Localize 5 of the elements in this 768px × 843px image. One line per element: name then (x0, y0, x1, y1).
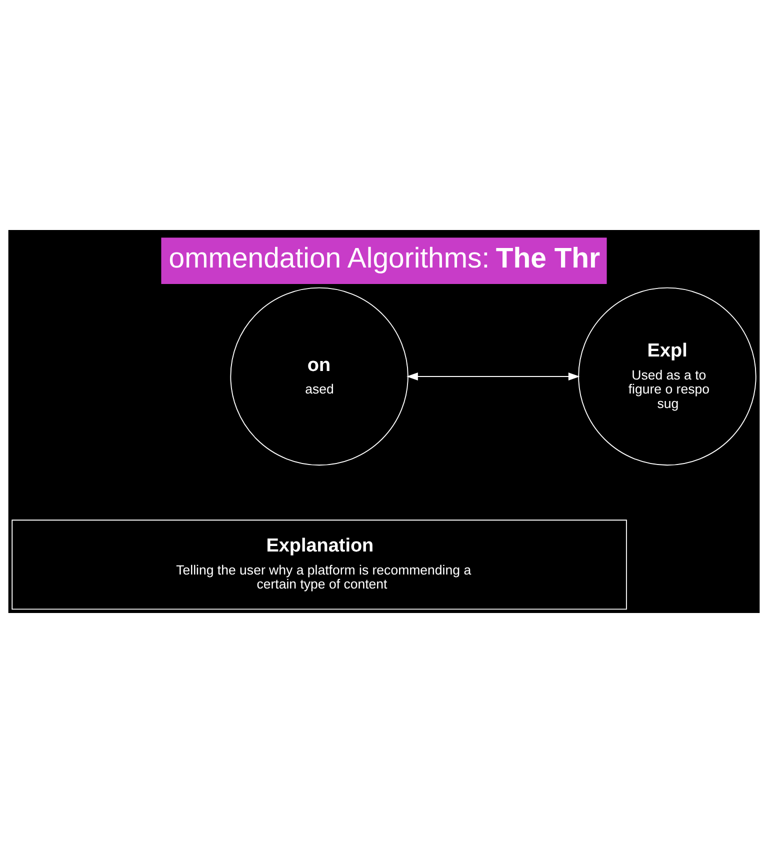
diagram-title: ommendation Algorithms: The Thr (168, 242, 600, 274)
node-box: Explanation Telling the user why a platform is recommending a certain type of content (12, 520, 627, 610)
node-circle: Expl Used as a to figure o respo sug (578, 287, 756, 466)
node-circle: on ased (230, 287, 408, 466)
arrow (406, 372, 580, 380)
